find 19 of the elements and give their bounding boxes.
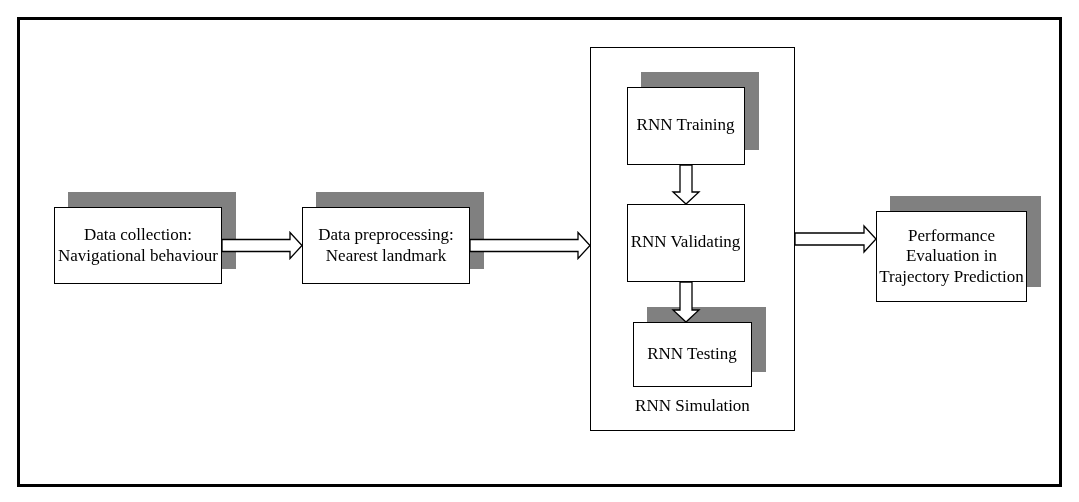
group-label: RNN Simulation xyxy=(634,395,751,416)
process-box xyxy=(626,86,745,165)
block-arrow xyxy=(221,230,303,261)
process-box xyxy=(876,211,1027,302)
box-label: RNN Testing xyxy=(647,343,737,365)
box-label: Data preprocessing: Nearest landmark xyxy=(317,225,455,266)
block-arrow xyxy=(794,224,877,254)
box-label: RNN Training xyxy=(636,115,735,136)
box-label: Data collection: Navigational behaviour xyxy=(57,225,219,266)
process-box xyxy=(626,203,745,282)
box-label: RNN Validating xyxy=(630,232,741,253)
process-box xyxy=(302,207,470,284)
box-label: Performance Evaluation in Trajectory Prediction xyxy=(878,225,1025,288)
block-arrow xyxy=(671,281,701,323)
process-box xyxy=(54,207,222,284)
block-arrow xyxy=(671,164,701,205)
process-box xyxy=(632,321,752,387)
group-box xyxy=(590,47,795,431)
block-arrow xyxy=(469,230,591,261)
